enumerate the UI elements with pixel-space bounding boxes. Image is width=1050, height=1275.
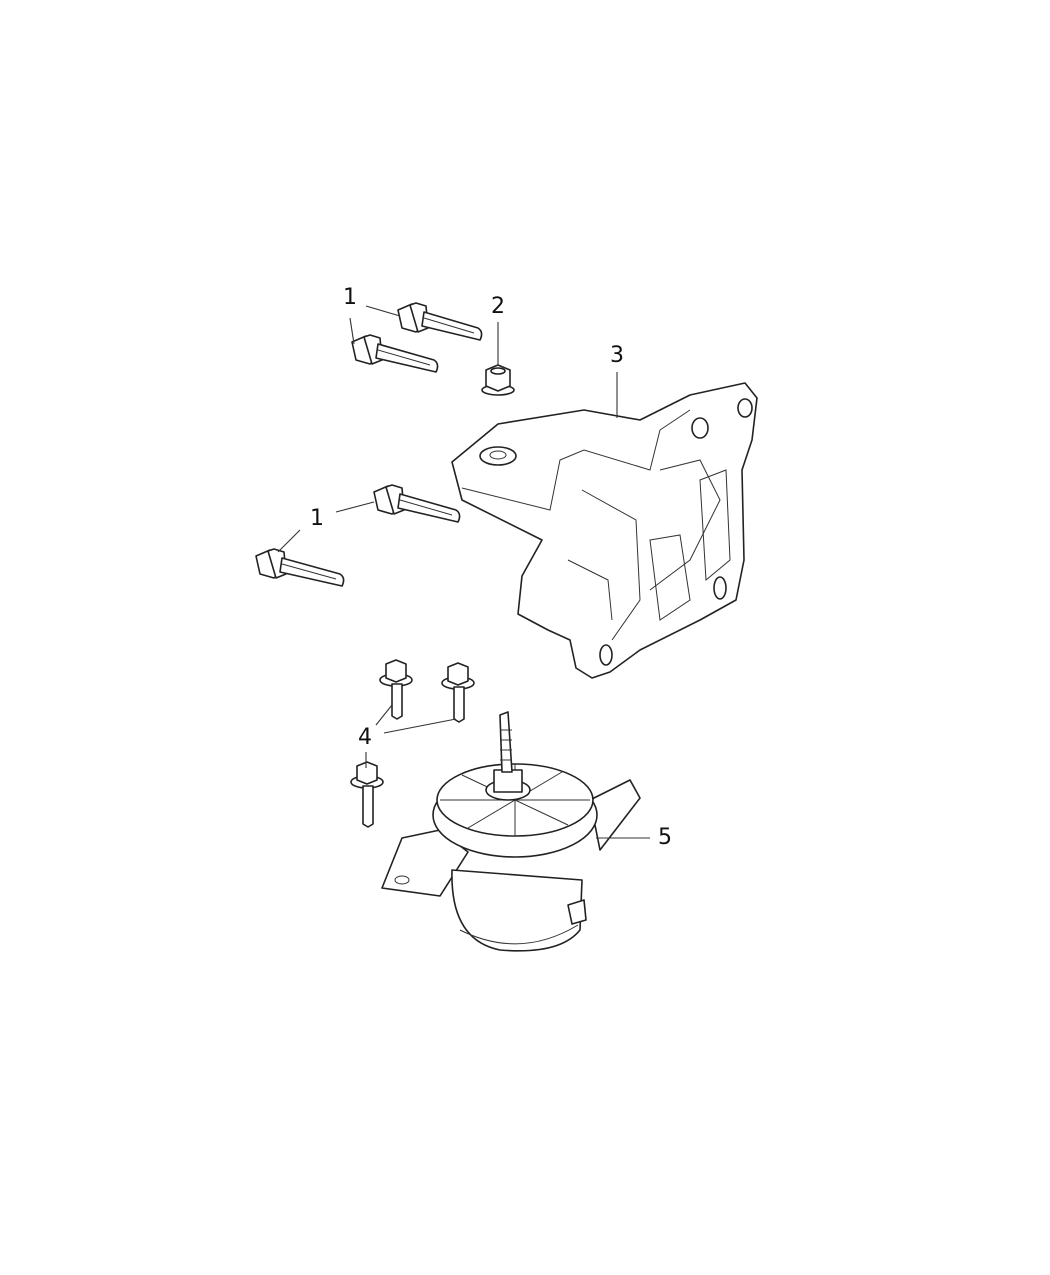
callout-4: 4 bbox=[358, 725, 372, 750]
callout-1-upper: 1 bbox=[343, 285, 357, 310]
bolt-icon bbox=[255, 548, 345, 587]
flange-bolt-icon bbox=[379, 659, 413, 720]
flange-bolt-icon bbox=[350, 761, 384, 828]
callout-3: 3 bbox=[610, 343, 624, 368]
callout-2: 2 bbox=[491, 294, 505, 319]
flange-bolt-icon bbox=[441, 662, 475, 723]
engine-mount-icon bbox=[381, 711, 641, 952]
callout-1-lower: 1 bbox=[310, 506, 324, 531]
leader-lines bbox=[277, 305, 650, 839]
bracket-icon bbox=[451, 382, 758, 679]
callout-5: 5 bbox=[658, 825, 672, 850]
bolt-icon bbox=[397, 302, 483, 341]
bolt-icon bbox=[373, 484, 461, 523]
nut-icon bbox=[481, 364, 515, 396]
bolt-icon bbox=[351, 334, 439, 373]
